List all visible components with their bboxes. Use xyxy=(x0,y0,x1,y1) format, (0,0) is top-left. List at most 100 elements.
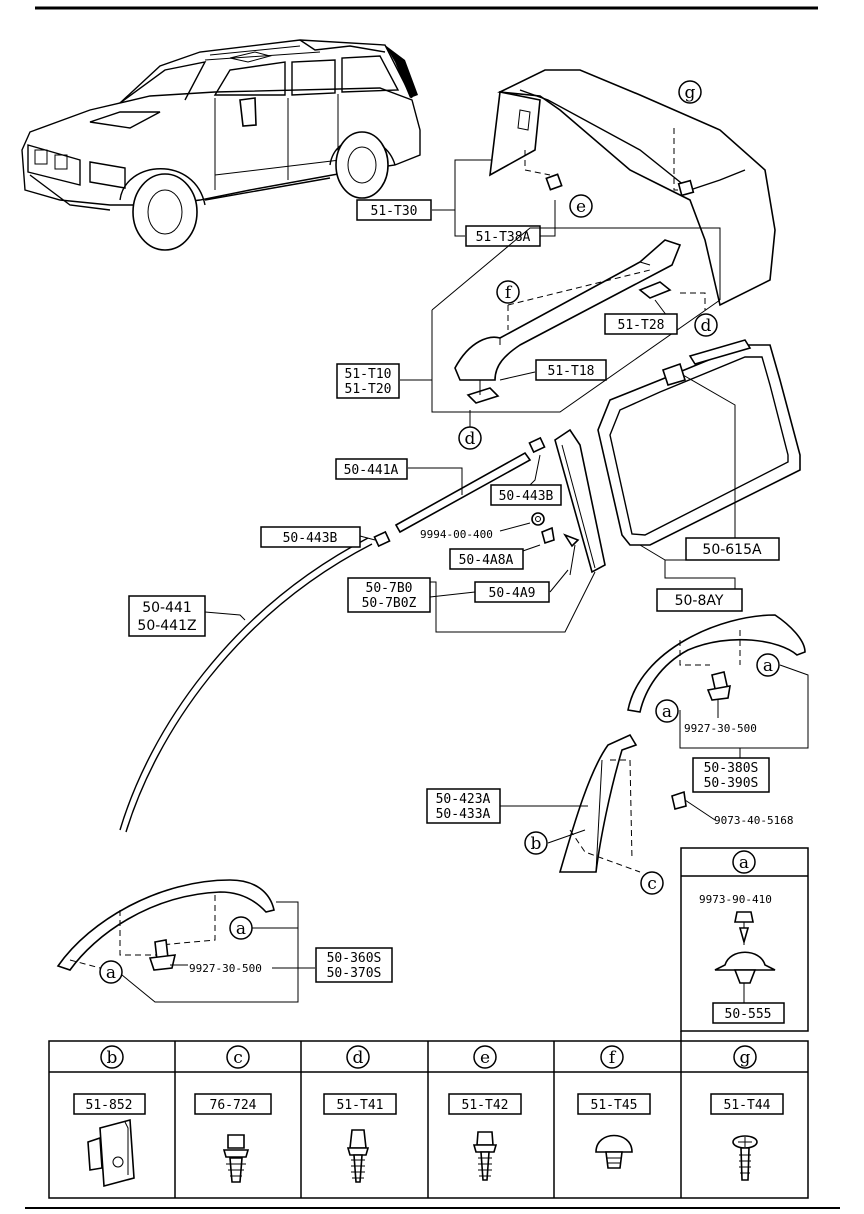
callout-g-1: g xyxy=(678,80,702,104)
svg-text:76-724: 76-724 xyxy=(210,1098,257,1113)
svg-text:50-380S: 50-380S xyxy=(704,761,759,776)
svg-text:e: e xyxy=(480,1048,490,1068)
svg-text:50-615A: 50-615A xyxy=(702,542,762,558)
svg-text:51-T42: 51-T42 xyxy=(462,1098,509,1113)
svg-text:50-360S: 50-360S xyxy=(327,951,382,966)
part-label-9927-30-500-a: 9927-30-500 xyxy=(684,722,757,735)
svg-text:50-4A9: 50-4A9 xyxy=(489,586,536,601)
part-label-51-T28: 51-T28 xyxy=(604,313,678,335)
svg-text:50-441Z: 50-441Z xyxy=(137,618,196,634)
rear-flare-group xyxy=(627,614,809,758)
svg-text:a: a xyxy=(106,963,116,983)
part-label-9927-30-500-b: 9927-30-500 xyxy=(189,962,262,975)
svg-text:50-4A8A: 50-4A8A xyxy=(459,553,514,568)
part-label-51-T18: 51-T18 xyxy=(535,359,607,381)
callout-a-3: a xyxy=(229,916,253,940)
callout-b-1: b xyxy=(524,831,548,855)
svg-text:51-T41: 51-T41 xyxy=(337,1098,384,1113)
svg-text:b: b xyxy=(531,834,542,854)
svg-text:51-T44: 51-T44 xyxy=(724,1098,771,1113)
svg-text:d: d xyxy=(701,316,712,336)
svg-text:9073-40-5168: 9073-40-5168 xyxy=(714,814,793,827)
svg-text:50-443B: 50-443B xyxy=(283,531,338,546)
svg-text:g: g xyxy=(685,83,696,103)
front-flare-group xyxy=(56,879,315,1003)
svg-text:e: e xyxy=(576,197,586,217)
svg-text:50-441: 50-441 xyxy=(142,600,192,616)
svg-text:a: a xyxy=(662,702,672,722)
svg-text:9927-30-500: 9927-30-500 xyxy=(189,962,262,975)
svg-text:c: c xyxy=(647,874,657,894)
part-label-51-T10-T20: 51-T10 51-T20 xyxy=(336,363,400,399)
part-label-50-8AY: 50-8AY xyxy=(656,588,743,612)
svg-text:9973-90-410: 9973-90-410 xyxy=(699,893,772,906)
svg-text:50-7B0Z: 50-7B0Z xyxy=(362,596,417,611)
svg-text:c: c xyxy=(233,1048,243,1068)
svg-text:50-433A: 50-433A xyxy=(436,807,491,822)
part-label-50-443B-lower: 50-443B xyxy=(260,526,361,548)
svg-text:51-T28: 51-T28 xyxy=(618,318,665,333)
svg-text:50-370S: 50-370S xyxy=(327,966,382,981)
fastener-d: d 51-T41 xyxy=(323,1045,397,1183)
callout-a-1: a xyxy=(756,653,780,677)
fastener-e: e 51-T42 xyxy=(448,1045,522,1181)
svg-text:d: d xyxy=(353,1048,364,1068)
rear-spoiler-group xyxy=(432,69,776,307)
svg-text:50-441A: 50-441A xyxy=(344,463,399,478)
part-label-50-4A9: 50-4A9 xyxy=(474,581,550,603)
part-label-50-380S: 50-380S 50-390S xyxy=(692,757,770,793)
svg-text:9994-00-400: 9994-00-400 xyxy=(420,528,493,541)
part-label-50-423A: 50-423A 50-433A xyxy=(426,788,501,824)
callout-e-1: e xyxy=(569,194,593,218)
svg-text:50-390S: 50-390S xyxy=(704,776,759,791)
detail-a-box: a 9973-90-410 50-555 xyxy=(680,847,809,1032)
svg-text:51-T45: 51-T45 xyxy=(591,1098,638,1113)
svg-text:a: a xyxy=(763,656,773,676)
svg-text:51-T20: 51-T20 xyxy=(345,382,392,397)
part-label-50-443B-upper: 50-443B xyxy=(490,484,562,506)
vehicle-illustration xyxy=(21,39,421,251)
fastener-table xyxy=(48,1031,809,1199)
callout-a-2: a xyxy=(655,699,679,723)
svg-text:51-T18: 51-T18 xyxy=(548,364,595,379)
callout-f-1: f xyxy=(496,280,520,304)
part-label-9994-00-400: 9994-00-400 xyxy=(420,528,493,541)
svg-text:50-443B: 50-443B xyxy=(499,489,554,504)
part-label-50-615A: 50-615A xyxy=(685,537,780,561)
part-label-50-4A8A: 50-4A8A xyxy=(449,548,524,570)
svg-text:51-T38A: 51-T38A xyxy=(476,230,531,245)
callout-a-4: a xyxy=(99,960,123,984)
part-label-50-441: 50-441 50-441Z xyxy=(128,595,206,637)
callout-d-1: d xyxy=(694,313,718,337)
part-label-51-T30: 51-T30 xyxy=(356,199,432,221)
svg-text:50-8AY: 50-8AY xyxy=(675,593,724,609)
svg-text:d: d xyxy=(465,429,476,449)
mudguard-group xyxy=(500,733,716,873)
svg-text:51-T10: 51-T10 xyxy=(345,367,392,382)
svg-text:b: b xyxy=(107,1048,118,1068)
fastener-c: c 76-724 xyxy=(194,1045,272,1183)
fastener-g: g 51-T44 xyxy=(710,1045,784,1181)
part-label-51-T38A: 51-T38A xyxy=(465,225,541,247)
svg-text:50-423A: 50-423A xyxy=(436,792,491,807)
drip-molding-group xyxy=(119,428,606,833)
svg-text:51-T30: 51-T30 xyxy=(371,204,418,219)
svg-text:50-7B0: 50-7B0 xyxy=(366,581,413,596)
window-molding-group xyxy=(597,339,801,590)
svg-text:51-852: 51-852 xyxy=(86,1098,133,1113)
part-label-9073-40-5168: 9073-40-5168 xyxy=(714,814,793,827)
svg-text:9927-30-500: 9927-30-500 xyxy=(684,722,757,735)
svg-text:50-555: 50-555 xyxy=(725,1007,772,1022)
svg-text:g: g xyxy=(740,1048,751,1068)
part-label-50-441A: 50-441A xyxy=(335,458,408,480)
svg-text:a: a xyxy=(739,853,749,873)
fastener-f: f 51-T45 xyxy=(577,1045,651,1169)
roof-rail-group xyxy=(400,227,721,413)
svg-text:f: f xyxy=(609,1048,617,1068)
part-label-50-360S: 50-360S 50-370S xyxy=(315,947,393,983)
fastener-b: b 51-852 xyxy=(73,1045,146,1188)
part-label-50-7B0: 50-7B0 50-7B0Z xyxy=(347,577,431,613)
svg-text:a: a xyxy=(236,919,246,939)
callout-d-2: d xyxy=(458,426,482,450)
